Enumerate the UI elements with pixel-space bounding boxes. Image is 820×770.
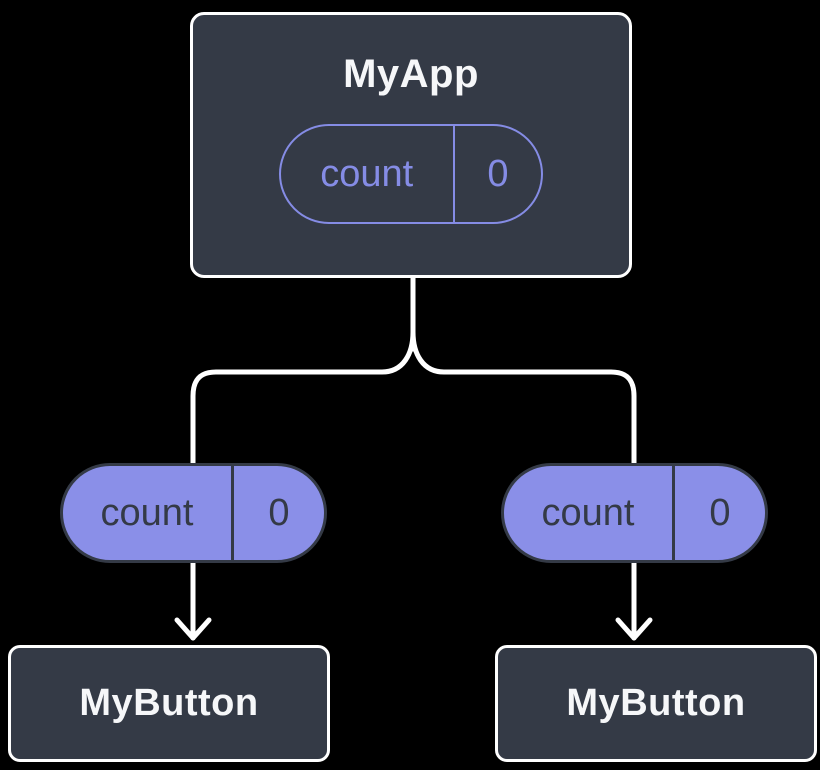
connector-branch-right [410,273,637,469]
connector-branch-left [190,273,416,469]
myapp-node: MyApp count 0 [190,12,632,278]
prop-pill-right-value: 0 [709,491,731,534]
state-pill-divider [452,126,455,222]
arrow-right-head-icon [615,617,653,641]
prop-pill-left: count 0 [60,463,327,563]
mybutton-node-left: MyButton [8,645,330,762]
myapp-node-title: MyApp [343,52,479,96]
mybutton-left-title: MyButton [79,682,259,724]
prop-pill-left-name: count [100,491,194,534]
prop-pill-right: count 0 [501,463,768,563]
prop-pill-left-divider [231,466,234,560]
prop-pill-right-divider [672,466,675,560]
prop-pill-left-value: 0 [268,491,290,534]
state-pill-value: 0 [487,152,509,195]
prop-pill-right-name: count [541,491,635,534]
mybutton-node-right: MyButton [495,645,817,762]
state-pill: count 0 [279,124,543,224]
arrow-left-head-icon [174,617,212,641]
state-pill-name: count [320,152,414,195]
mybutton-right-title: MyButton [566,682,746,724]
